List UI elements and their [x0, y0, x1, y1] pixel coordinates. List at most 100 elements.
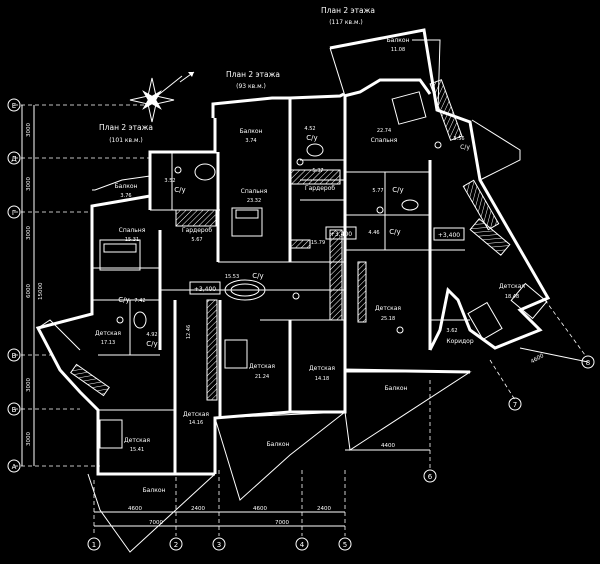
room-su-center: С/у: [252, 272, 263, 280]
level-mark-left: +3,400: [194, 286, 216, 293]
axis-col-5: 5: [343, 541, 347, 549]
room-detskaya-center2: Детская: [309, 365, 335, 372]
north-marker-icon: [179, 71, 195, 83]
room-detskaya-bottom-left: Детская: [124, 437, 150, 444]
room-su-center-right2-area: 4.46: [368, 230, 379, 236]
plan-area-93: (93 кв.м.): [236, 83, 266, 90]
dim-bottom-3: 4600: [253, 506, 267, 512]
axis-row-D: Д: [11, 155, 17, 163]
room-balkon-top-area: 11.08: [391, 47, 405, 53]
dim-left-1: 3000: [26, 123, 32, 137]
room-area-12-46: 12.46: [186, 325, 192, 339]
dim-left-total: 15000: [38, 282, 44, 300]
column-axis-markers: 1 2 3 4 5: [87, 537, 352, 551]
row-axis-markers: Е Д Г В Б А: [7, 98, 21, 473]
room-detskaya-left: Детская: [95, 330, 121, 337]
room-balkon-mid-area: 3.74: [245, 138, 256, 144]
room-detskaya-center: Детская: [249, 363, 275, 370]
plan-title-101: План 2 этажа: [99, 123, 153, 132]
room-su-mid-top: С/у: [306, 134, 317, 142]
axis-row-B: Б: [12, 406, 17, 414]
axis-row-A: А: [12, 463, 17, 471]
room-hall-mid: 15.79: [311, 240, 325, 246]
room-su-center-right2: С/у: [389, 228, 400, 236]
room-su-left-mid-area: 7.42: [134, 298, 145, 304]
room-balkon-bottom: Балкон: [143, 487, 166, 494]
level-mark-right: +3,400: [438, 232, 460, 239]
dim-left-3: 3000: [26, 226, 32, 240]
axis-extra-8: 8: [586, 359, 590, 367]
room-spalnya-mid-area: 23.32: [247, 198, 261, 204]
room-detskaya-far-right: Детская: [499, 283, 525, 290]
room-su-mid-top-area: 4.52: [304, 126, 315, 132]
room-su-left-bottom: С/у: [146, 340, 157, 348]
level-mark-mid: +3,400: [330, 231, 352, 238]
axis-extra-6: 6: [428, 473, 433, 481]
interior-walls: [92, 96, 470, 474]
axis-col-4: 4: [300, 541, 305, 549]
room-detskaya-center-area: 21.24: [255, 374, 269, 380]
room-balkon-top: Балкон: [387, 37, 410, 44]
room-su-right-top-area: 3.56: [453, 136, 464, 142]
room-garderob-left: Гардероб: [182, 227, 212, 234]
bed-icon: [99, 91, 548, 449]
dim-bottom-6: 7000: [275, 520, 289, 526]
axis-row-E: Е: [12, 102, 16, 110]
room-balkon-left-area: 3.76: [120, 193, 131, 199]
room-garderob-left-area: 5.67: [191, 237, 202, 243]
room-spalnya-right: Спальня: [371, 137, 398, 144]
room-spalnya-mid: Спальня: [241, 188, 268, 195]
room-detskaya-right-mid: Детская: [375, 305, 401, 312]
building-walls: [35, 28, 551, 553]
axis-col-2: 2: [174, 541, 178, 549]
room-balkon-mid: Балкон: [240, 128, 263, 135]
plan-area-101: (101 кв.м.): [109, 137, 143, 144]
room-detskaya-right-mid-area: 25.18: [381, 316, 395, 322]
plan-area-117: (117 кв.м.): [329, 19, 363, 26]
room-su-left-top-area: 3.52: [164, 178, 175, 184]
dim-left-6: 3000: [26, 432, 32, 446]
room-detskaya-far-right-area: 18.48: [505, 294, 519, 300]
room-balkon-left: Балкон: [115, 183, 138, 190]
room-garderob-mid-area: 5.37: [312, 168, 323, 174]
room-spalnya-left-area: 15.31: [125, 237, 139, 243]
room-su-left-mid: С/у: [118, 296, 129, 304]
room-spalnya-left: Спальня: [119, 227, 146, 234]
dim-right-4400: 4400: [381, 443, 395, 449]
room-detskaya-small: Детская: [183, 411, 209, 418]
stair-hatches: [70, 79, 511, 401]
room-su-center-right: С/у: [392, 186, 403, 194]
plan-title-117: План 2 этажа: [321, 6, 375, 15]
room-koridor-right-area: 3.62: [446, 328, 457, 334]
axis-col-1: 1: [92, 541, 96, 549]
room-su-center-right-area: 5.77: [372, 188, 383, 194]
room-detskaya-center2-area: 14.18: [315, 376, 329, 382]
dim-bottom-1: 4600: [128, 506, 142, 512]
room-detskaya-left-area: 17.13: [101, 340, 115, 346]
dim-left-4: 6000: [26, 284, 32, 298]
room-koridor-right: Коридор: [446, 338, 473, 345]
axis-col-3: 3: [217, 541, 221, 549]
bathtub-icon: [133, 143, 419, 329]
room-labels: Балкон 11.08 22.74 Спальня 3.56 С/у Балк…: [95, 37, 525, 494]
bottom-dimension-chain: 4600 2400 4600 2400 7000 7000: [93, 470, 346, 536]
plan-title-93: План 2 этажа: [226, 70, 280, 79]
room-su-center-area: 15.53: [225, 274, 239, 280]
room-detskaya-small-area: 14.16: [189, 420, 203, 426]
dim-bottom-5: 7000: [149, 520, 163, 526]
room-su-left-top: С/у: [174, 186, 185, 194]
dim-right-4600: 4600: [530, 353, 546, 365]
room-detskaya-bottom-left-area: 15.41: [130, 447, 144, 453]
room-su-left-bottom-area: 4.92: [146, 332, 157, 338]
axis-row-G: Г: [12, 209, 16, 217]
room-spalnya-right-area: 22.74: [377, 128, 391, 134]
left-dimension-chain: 3000 3000 3000 6000 3000 3000 15000: [14, 104, 150, 467]
dim-bottom-2: 2400: [191, 506, 205, 512]
dim-left-5: 3000: [26, 378, 32, 392]
room-su-right-top: С/у: [460, 144, 470, 151]
room-balkon-center: Балкон: [267, 441, 290, 448]
room-balkon-right-mid: Балкон: [385, 385, 408, 392]
axis-row-V: В: [12, 352, 17, 360]
compass-star-icon: [129, 75, 183, 123]
